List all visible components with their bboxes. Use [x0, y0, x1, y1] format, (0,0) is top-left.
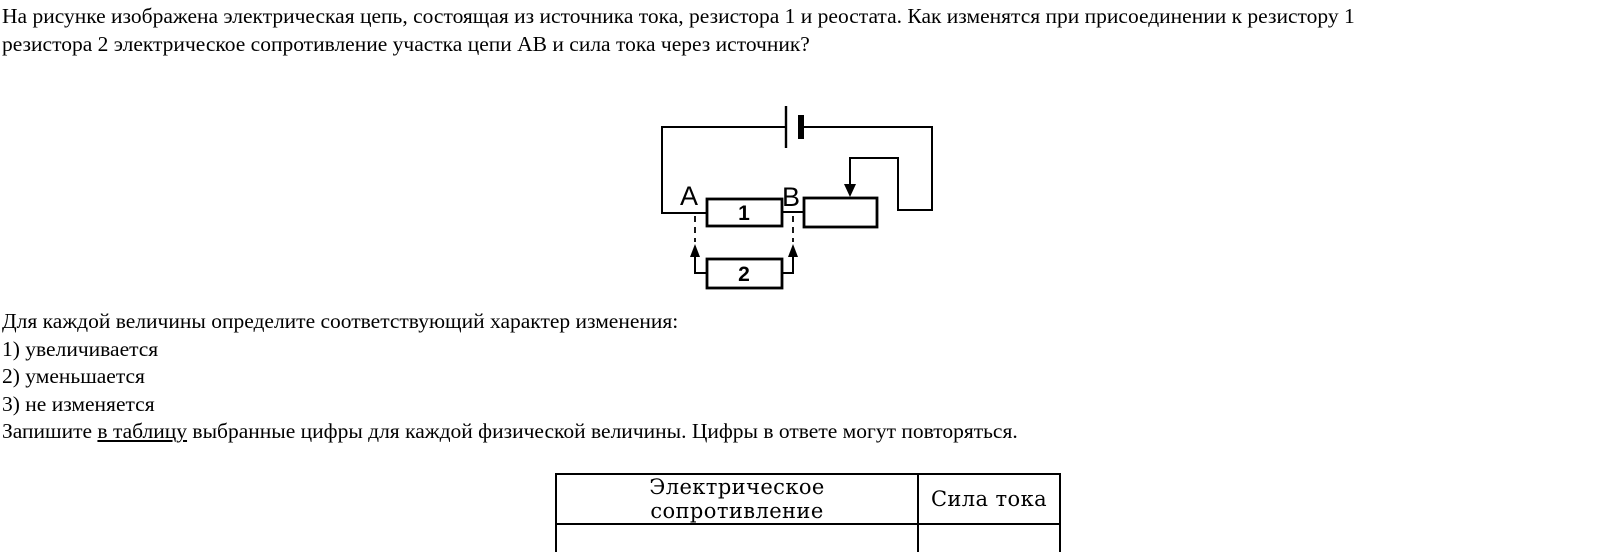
note-suffix: выбранные цифры для каждой физической ве…	[187, 419, 1018, 444]
question-text: На рисунке изображена электрическая цепь…	[2, 3, 1355, 58]
option-3-unchanged: 3) не изменяется	[2, 391, 155, 416]
instructions-note: Запишите в таблицу выбранные цифры для к…	[2, 418, 1018, 446]
instructions-intro: Для каждой величины определите соответст…	[2, 309, 679, 333]
instructions: Для каждой величины определите соответст…	[2, 308, 1018, 446]
resistor-2-box	[705, 257, 784, 290]
question-text-line-2: резистора 2 электрическое сопротивление …	[2, 31, 810, 56]
answer-cell-resistance	[555, 523, 919, 552]
rheostat-slider-arrow-icon	[844, 184, 856, 197]
rheostat-box	[802, 196, 879, 229]
resistor-1-label: 1	[738, 202, 750, 225]
answer-cell-current	[917, 523, 1061, 552]
resistor-2-label: 2	[738, 263, 750, 286]
up-arrow-a-icon	[690, 244, 700, 257]
wire-resistor2-right	[782, 255, 794, 274]
header-current: Сила тока	[917, 473, 1061, 525]
circuit-svg: 1 A B 2	[661, 106, 933, 290]
answer-table: Электрическое сопротивление Сила тока	[555, 473, 1061, 552]
answer-table-header-row: Электрическое сопротивление Сила тока	[555, 473, 1061, 525]
resistor-1-box	[705, 197, 784, 228]
wire-left-loop	[661, 126, 786, 214]
option-2-decreases: 2) уменьшается	[2, 364, 145, 389]
note-underlined-phrase: в таблицу	[97, 419, 188, 444]
note-prefix: Запишите	[2, 419, 98, 444]
up-arrow-b-icon	[788, 244, 798, 257]
wire-right-loop	[802, 126, 933, 211]
wire-resistor2-left	[694, 255, 707, 274]
header-electrical-resistance: Электрическое сопротивление	[555, 473, 919, 525]
node-b-label: B	[782, 182, 800, 212]
node-a-label: A	[680, 181, 698, 211]
answer-table-input-row	[555, 523, 1061, 552]
circuit-diagram: 1 A B 2	[640, 88, 960, 300]
question-text-line-1: На рисунке изображена электрическая цепь…	[2, 4, 1355, 28]
option-1-increases: 1) увеличивается	[2, 336, 159, 361]
